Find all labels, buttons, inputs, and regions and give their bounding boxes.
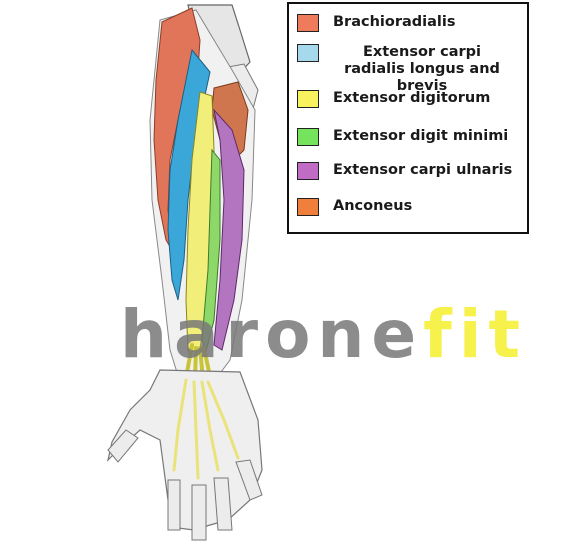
legend-item-extensor-carpi-radialis: Extensor carpi radialis longus and brevi… bbox=[297, 44, 511, 95]
legend-swatch bbox=[297, 14, 319, 32]
legend-swatch bbox=[297, 198, 319, 216]
legend-label: Extensor carpi ulnaris bbox=[333, 162, 513, 178]
watermark: haronefit bbox=[120, 295, 527, 375]
watermark-part2: fit bbox=[423, 296, 528, 373]
fingers bbox=[107, 429, 263, 541]
watermark-part1: harone bbox=[120, 296, 424, 373]
legend-item-anconeus: Anconeus bbox=[297, 198, 412, 216]
legend-swatch bbox=[297, 90, 319, 108]
legend-item-extensor-carpi-ulnaris: Extensor carpi ulnaris bbox=[297, 162, 512, 180]
legend-label: Extensor digit minimi bbox=[333, 128, 509, 144]
extensor-carpi-ulnaris-muscle bbox=[213, 108, 245, 351]
legend-item-extensor-digitorum: Extensor digitorum bbox=[297, 90, 490, 108]
legend-label: Extensor carpi radialis longus and brevi… bbox=[344, 44, 500, 94]
legend-swatch bbox=[297, 128, 319, 146]
legend-swatch bbox=[297, 162, 319, 180]
extensor-digiti-minimi-muscle bbox=[201, 148, 221, 354]
legend-item-brachioradialis: Brachioradialis bbox=[297, 14, 455, 32]
legend-label: Brachioradialis bbox=[333, 14, 456, 30]
legend-swatch bbox=[297, 44, 319, 62]
legend-label: Anconeus bbox=[333, 198, 413, 214]
legend-box: Brachioradialis Extensor carpi radialis … bbox=[287, 2, 529, 234]
legend-item-extensor-digiti-minimi: Extensor digit minimi bbox=[297, 128, 508, 146]
hand-tendons bbox=[172, 378, 240, 480]
legend-label: Extensor digitorum bbox=[333, 90, 491, 106]
